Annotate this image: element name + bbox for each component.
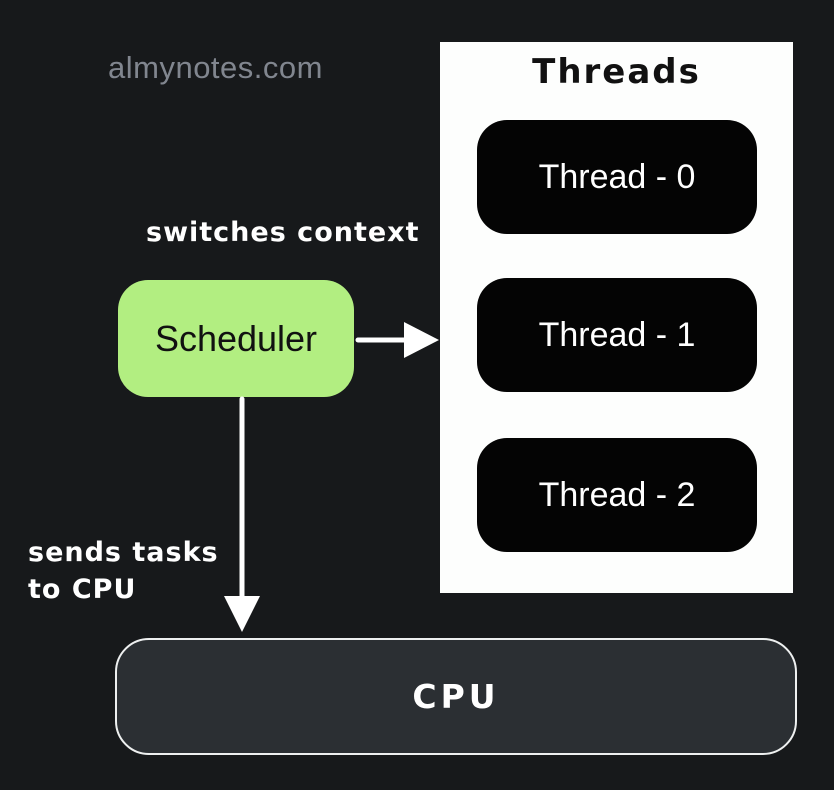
threads-panel: Threads Thread - 0 Thread - 1 Thread - 2 [440,42,793,593]
arrow-down-icon [224,396,260,632]
thread-label-0: Thread - 0 [538,157,696,196]
thread-label-2: Thread - 2 [538,475,696,514]
sends-tasks-label: sends tasks to CPU [28,537,219,605]
arrow-right-icon [355,322,439,358]
scheduler-node: Scheduler [118,280,354,397]
switches-context-label: switches context [146,217,420,248]
scheduler-label: Scheduler [154,317,318,359]
thread-label-1: Thread - 1 [538,315,696,354]
threads-panel-title: Threads [532,52,701,92]
watermark: almynotes.com [108,50,323,85]
cpu-node: CPU [115,638,797,755]
thread-node-2: Thread - 2 [477,438,757,552]
thread-node-0: Thread - 0 [477,120,757,234]
cpu-label: CPU [412,677,500,716]
thread-node-1: Thread - 1 [477,278,757,392]
